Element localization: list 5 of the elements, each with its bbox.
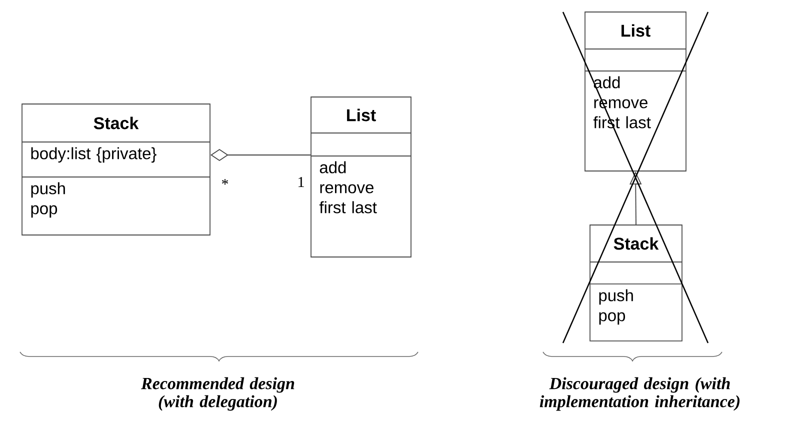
- class-box: Stack push pop: [590, 224, 682, 342]
- caption: Recommended design (with delegation): [141, 377, 294, 411]
- class-box: Stack body:list {private} push pop: [22, 104, 210, 236]
- class-box: List add remove first last: [310, 96, 412, 258]
- caption: Discouraged design (with implementation inheritance): [540, 377, 740, 411]
